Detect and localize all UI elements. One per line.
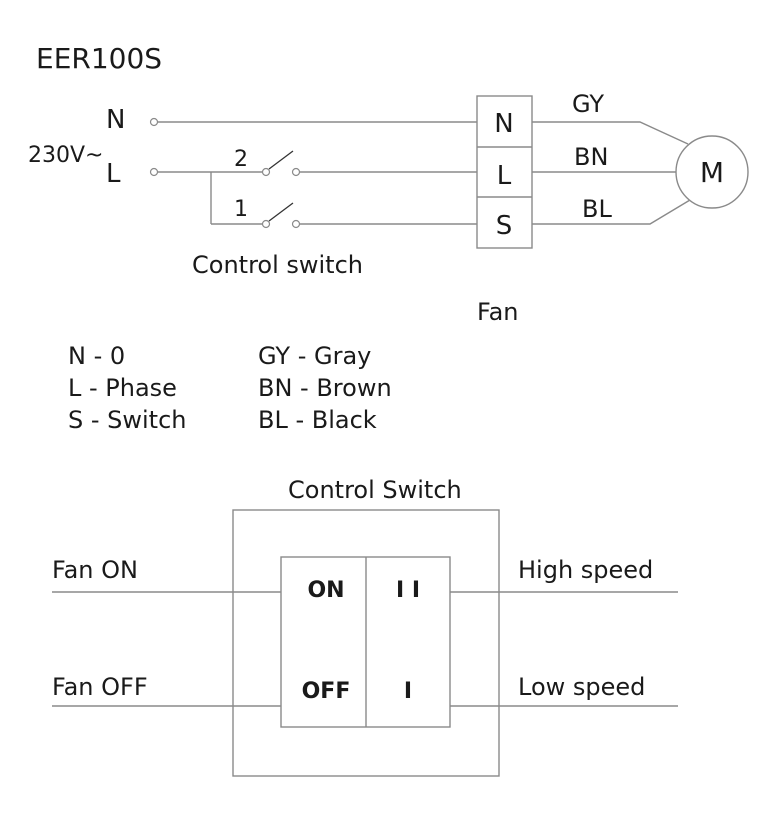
supply-voltage-label: 230V~ bbox=[28, 143, 103, 168]
high-speed-label: High speed bbox=[518, 556, 653, 584]
terminal-n-label: N bbox=[494, 109, 513, 139]
legend-right-0: GY - Gray bbox=[258, 342, 371, 370]
rocker-off-label: OFF bbox=[302, 679, 351, 704]
legend-right-1: BN - Brown bbox=[258, 374, 392, 402]
black-wire bbox=[532, 199, 691, 225]
legend-left-1: L - Phase bbox=[68, 374, 177, 402]
supply-neutral-label: N bbox=[106, 105, 125, 135]
switch2-terminal-a bbox=[261, 167, 271, 177]
fan-off-label: Fan OFF bbox=[52, 673, 148, 701]
switch2-blade bbox=[268, 150, 294, 170]
motor-label: M bbox=[700, 156, 724, 189]
fan-terminal-block bbox=[476, 95, 533, 249]
switch2-terminal-b bbox=[291, 167, 301, 177]
wire-bl-label: BL bbox=[582, 195, 612, 223]
rocker-high-label: I I bbox=[396, 578, 420, 603]
rocker-on-label: ON bbox=[307, 578, 344, 603]
terminal-s-label: S bbox=[496, 211, 513, 241]
motor-symbol bbox=[675, 135, 749, 209]
rocker-low-label: I bbox=[404, 679, 412, 704]
gray-wire bbox=[532, 121, 689, 145]
fan-on-label: Fan ON bbox=[52, 556, 138, 584]
switch1-blade bbox=[268, 202, 294, 222]
switch2-label: 2 bbox=[234, 147, 248, 172]
legend-right-2: BL - Black bbox=[258, 406, 377, 434]
diagram-title: EER100S bbox=[36, 42, 162, 75]
wire-gy-label: GY bbox=[572, 90, 604, 118]
low-speed-label: Low speed bbox=[518, 673, 645, 701]
switch1-label: 1 bbox=[234, 197, 248, 222]
switch1-terminal-a bbox=[261, 219, 271, 229]
wire-bn-label: BN bbox=[574, 143, 608, 171]
supply-l-terminal bbox=[149, 167, 159, 177]
supply-phase-label: L bbox=[106, 159, 121, 189]
fan-caption: Fan bbox=[477, 298, 519, 326]
panel-title: Control Switch bbox=[288, 476, 462, 504]
switch1-terminal-b bbox=[291, 219, 301, 229]
control-switch-caption: Control switch bbox=[192, 251, 363, 279]
terminal-l-label: L bbox=[497, 161, 512, 191]
legend-left-2: S - Switch bbox=[68, 406, 187, 434]
supply-n-terminal bbox=[149, 117, 159, 127]
legend-left-0: N - 0 bbox=[68, 342, 125, 370]
